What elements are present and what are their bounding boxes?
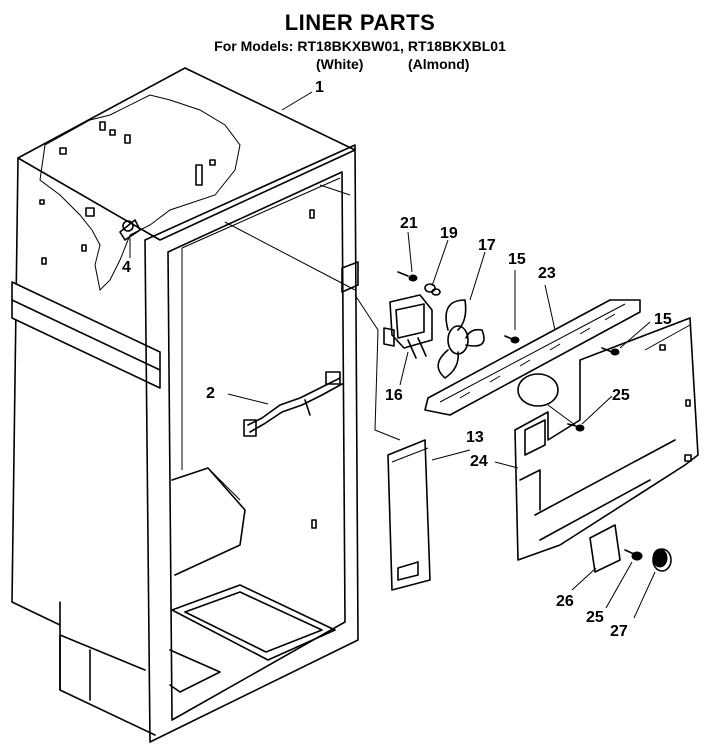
callout-19: 19	[440, 225, 458, 242]
callout-27: 27	[610, 623, 628, 640]
part-2-wire-harness	[243, 371, 343, 437]
callout-15-right: 15	[654, 311, 672, 328]
callout-25-upper: 25	[612, 387, 630, 404]
part-24-rear-panel	[514, 317, 699, 561]
callout-1: 1	[315, 79, 324, 96]
callout-24: 24	[470, 453, 488, 470]
parts-26-25-27	[589, 524, 672, 573]
callout-26: 26	[556, 593, 574, 610]
callout-leaders	[129, 91, 656, 619]
callout-4: 4	[122, 259, 131, 276]
liner-cabinet	[11, 67, 401, 743]
callout-16: 16	[385, 387, 403, 404]
diagram-title: LINER PARTS	[284, 10, 436, 35]
fan-motor-assembly	[383, 271, 520, 379]
callout-labels: 1 2 4 21 19 17 15 23 15 16 25 13 24 26 2…	[122, 79, 672, 640]
callout-17: 17	[478, 237, 496, 254]
part-23-cover-rail	[424, 299, 641, 416]
callout-2: 2	[206, 385, 215, 402]
callout-15-upper: 15	[508, 251, 526, 268]
callout-21: 21	[400, 215, 418, 232]
models-line: For Models: RT18BKXBW01, RT18BKXBL01	[214, 38, 506, 54]
variant-white-label: (White)	[316, 56, 364, 72]
callout-13: 13	[466, 429, 484, 446]
variant-almond-label: (Almond)	[408, 56, 470, 72]
callout-25-lower: 25	[586, 609, 604, 626]
callout-23: 23	[538, 265, 556, 282]
part-13-duct	[387, 439, 431, 591]
